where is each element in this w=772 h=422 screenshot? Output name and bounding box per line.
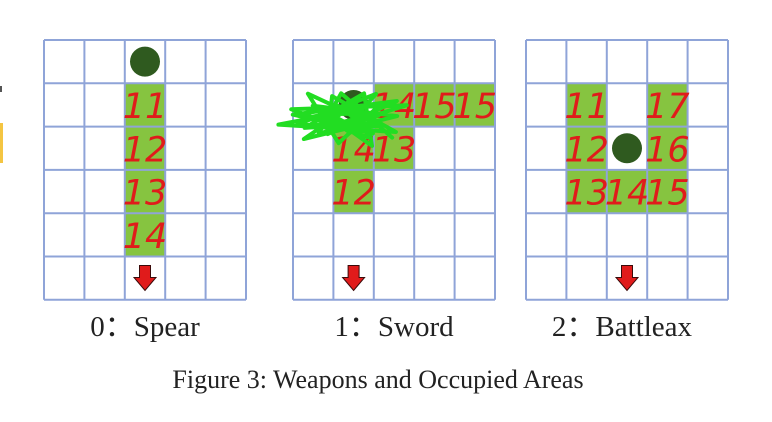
down-arrow-icon <box>341 265 366 292</box>
handwritten-number: 17 <box>645 87 690 127</box>
left-margin-mark <box>0 86 2 92</box>
panel-label-0: 0：Spear <box>90 311 200 343</box>
handwritten-number: 15 <box>453 87 498 127</box>
player-circle <box>130 46 160 77</box>
down-arrow-icon <box>132 265 158 292</box>
occupied-cell <box>647 169 688 214</box>
panel-label-1: 1：Sword <box>334 311 454 343</box>
handwritten-number: 13 <box>372 130 417 170</box>
occupied-cell <box>647 126 688 170</box>
occupied-cell <box>124 83 166 127</box>
down-arrow-icon <box>614 265 640 292</box>
occupied-cell <box>333 169 374 214</box>
figure-caption: Figure 3: Weapons and Occupied Areas <box>172 365 583 394</box>
occupied-cell <box>414 83 455 127</box>
handwritten-number: 12 <box>331 174 376 214</box>
scribble-overlay <box>276 91 409 148</box>
occupied-cell <box>124 126 166 170</box>
left-margin-highlight <box>0 123 3 163</box>
occupied-cell <box>124 169 166 214</box>
panel-label-2: 2：Battleax <box>552 311 693 343</box>
handwritten-number: 11 <box>564 87 609 127</box>
handwritten-number: 12 <box>564 130 609 170</box>
handwritten-number: 15 <box>645 174 690 214</box>
handwritten-number: 14 <box>605 174 650 214</box>
handwritten-number: 16 <box>645 130 690 170</box>
occupied-cell <box>566 83 607 127</box>
handwritten-number: 14 <box>123 217 168 257</box>
occupied-cell <box>454 83 495 127</box>
occupied-cell <box>647 83 688 127</box>
occupied-cell <box>566 169 607 214</box>
occupied-cell <box>124 213 166 257</box>
handwritten-number: 13 <box>123 174 168 214</box>
occupied-cell <box>606 169 648 214</box>
player-circle <box>612 133 642 164</box>
handwritten-number: 11 <box>123 87 168 127</box>
handwritten-number: 13 <box>564 174 609 214</box>
occupied-cell <box>566 126 607 170</box>
handwritten-number: 12 <box>123 130 168 170</box>
handwritten-number: 15 <box>412 87 457 127</box>
